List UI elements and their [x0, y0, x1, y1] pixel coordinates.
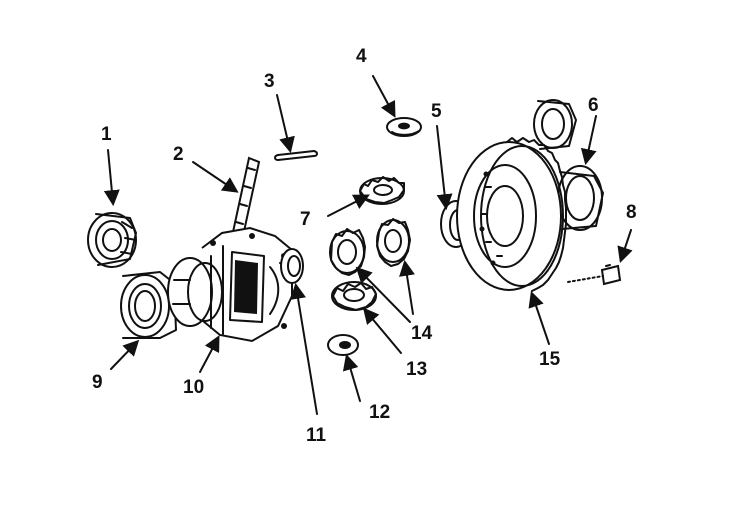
pinion-gears-part-14: [329, 218, 411, 276]
ring-gear-bolt-part-8: [567, 264, 622, 286]
callout-label-2: 2: [173, 144, 184, 165]
bearing-cone-part-1: [87, 212, 137, 268]
callout-label-10: 10: [183, 377, 204, 398]
callout-label-5: 5: [431, 101, 442, 122]
leader-line-15: [528, 290, 550, 345]
callout-labels: 1 2 3 4 5 6 7 8 9 10 11 12 13 14 15: [92, 46, 637, 446]
callout-label-3: 3: [264, 71, 275, 92]
ring-gear-part-15: [456, 137, 567, 292]
callout-label-15: 15: [539, 349, 561, 370]
side-gear-part-7: [359, 176, 405, 205]
callout-label-11: 11: [306, 425, 327, 446]
leader-line-1: [103, 149, 120, 207]
thrust-ring-part-11: [280, 248, 304, 284]
leader-line-7: [327, 194, 370, 217]
leader-lines: [103, 75, 633, 415]
lock-pin-part-3: [274, 150, 318, 161]
thrust-washer-part-12: [327, 334, 359, 356]
leader-line-5: [436, 125, 453, 211]
bearing-part-6: [533, 99, 604, 231]
leader-line-9: [110, 339, 140, 370]
leader-line-6: [580, 115, 597, 166]
pinion-shaft-part-2: [231, 156, 261, 238]
leader-line-3: [276, 94, 295, 154]
leader-line-12: [342, 353, 361, 402]
differential-case-part-10: [167, 226, 293, 343]
leader-line-11: [290, 282, 318, 415]
callout-label-12: 12: [369, 402, 390, 423]
leader-line-13: [362, 307, 402, 354]
leader-line-4: [372, 75, 396, 118]
side-gear-part-13: [331, 281, 377, 311]
leader-line-14a: [355, 266, 411, 323]
leader-line-2: [192, 161, 239, 193]
callout-label-4: 4: [356, 46, 367, 67]
callout-label-8: 8: [626, 202, 637, 223]
callout-label-6: 6: [588, 95, 599, 116]
leader-line-10: [199, 335, 220, 373]
callout-label-7: 7: [300, 209, 311, 230]
callout-label-1: 1: [101, 124, 112, 145]
outer-bearing-part-9: [120, 271, 177, 339]
callout-label-14: 14: [411, 323, 433, 344]
callout-label-13: 13: [406, 359, 427, 380]
callout-label-9: 9: [92, 372, 103, 393]
thrust-washer-part-4: [386, 117, 422, 137]
leader-line-8: [617, 229, 633, 264]
leader-line-14b: [399, 259, 415, 315]
